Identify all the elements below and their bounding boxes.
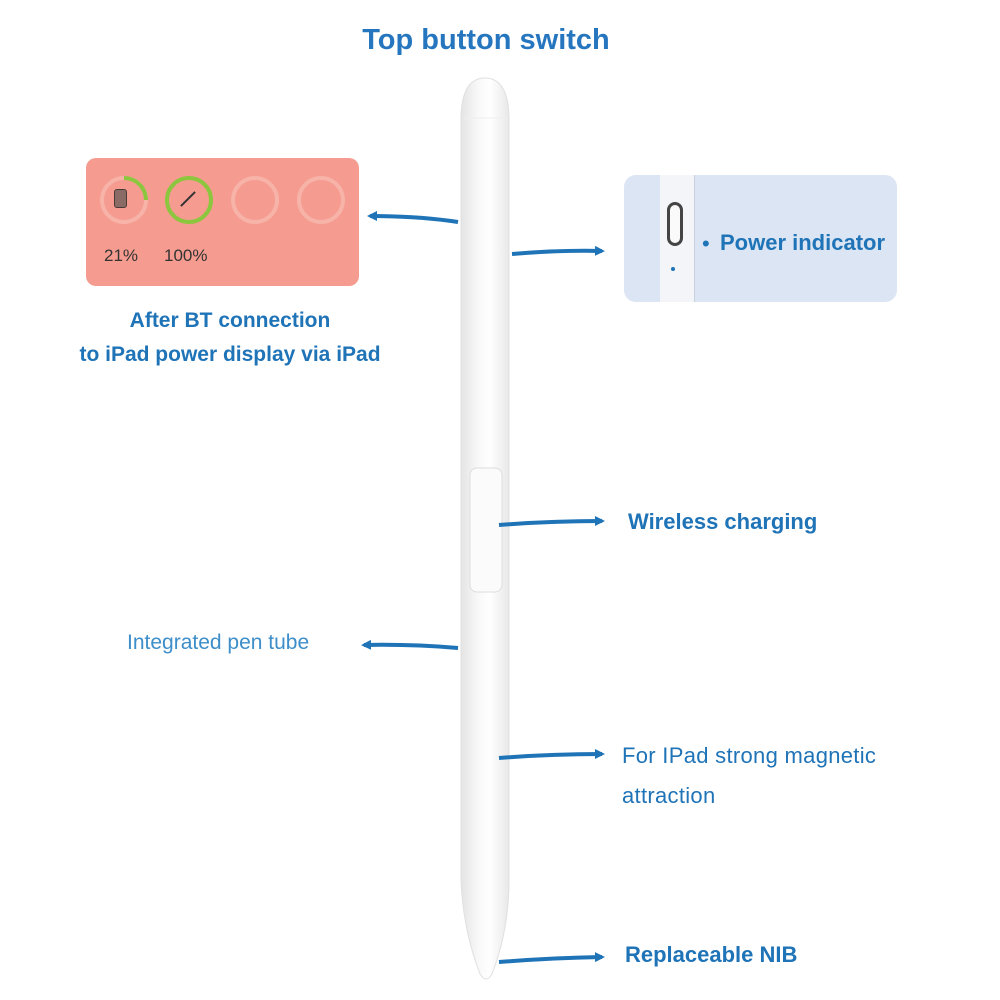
page-title: Top button switch [362, 24, 610, 56]
arrow-to-magnetic [498, 749, 605, 760]
magnetic-line2: attraction [622, 783, 716, 808]
power-indicator-label: Power indicator [720, 230, 886, 255]
ipad-battery-ring [90, 166, 158, 234]
battery-caption-line2: to iPad power display via iPad [79, 343, 381, 366]
flat-charging-area [469, 467, 503, 593]
magnetic-attraction-label: For IPad strong magnetic attraction [622, 736, 962, 816]
ipad-battery-percent: 21% [104, 246, 139, 265]
arrow-to-pen-tube [361, 639, 459, 650]
pencil-battery-percent: 100% [164, 246, 208, 265]
battery-caption-line1: After BT connection [129, 309, 331, 332]
arrow-to-battery-panel [367, 211, 459, 224]
ipad-battery-widget: 21% 100% [86, 158, 359, 286]
arrow-to-nib [498, 952, 605, 964]
integrated-pen-tube-label: Integrated pen tube [127, 631, 310, 654]
wireless-charging-label: Wireless charging [628, 509, 818, 534]
power-indicator-closeup [624, 175, 897, 302]
usb-c-port-icon [667, 202, 683, 246]
replaceable-nib-label: Replaceable NIB [625, 942, 798, 967]
arrow-to-power-indicator [511, 245, 605, 256]
ipad-icon [114, 189, 127, 208]
pencil-battery-ring [165, 176, 213, 224]
empty-battery-ring [231, 176, 279, 224]
power-led-icon [671, 267, 675, 271]
battery-caption: After BT connection to iPad power displa… [60, 304, 400, 372]
bullet-icon: • [702, 231, 710, 256]
arrow-to-wireless-charging [498, 516, 605, 527]
magnetic-line1: For IPad strong magnetic [622, 743, 877, 768]
empty-battery-ring [297, 176, 345, 224]
